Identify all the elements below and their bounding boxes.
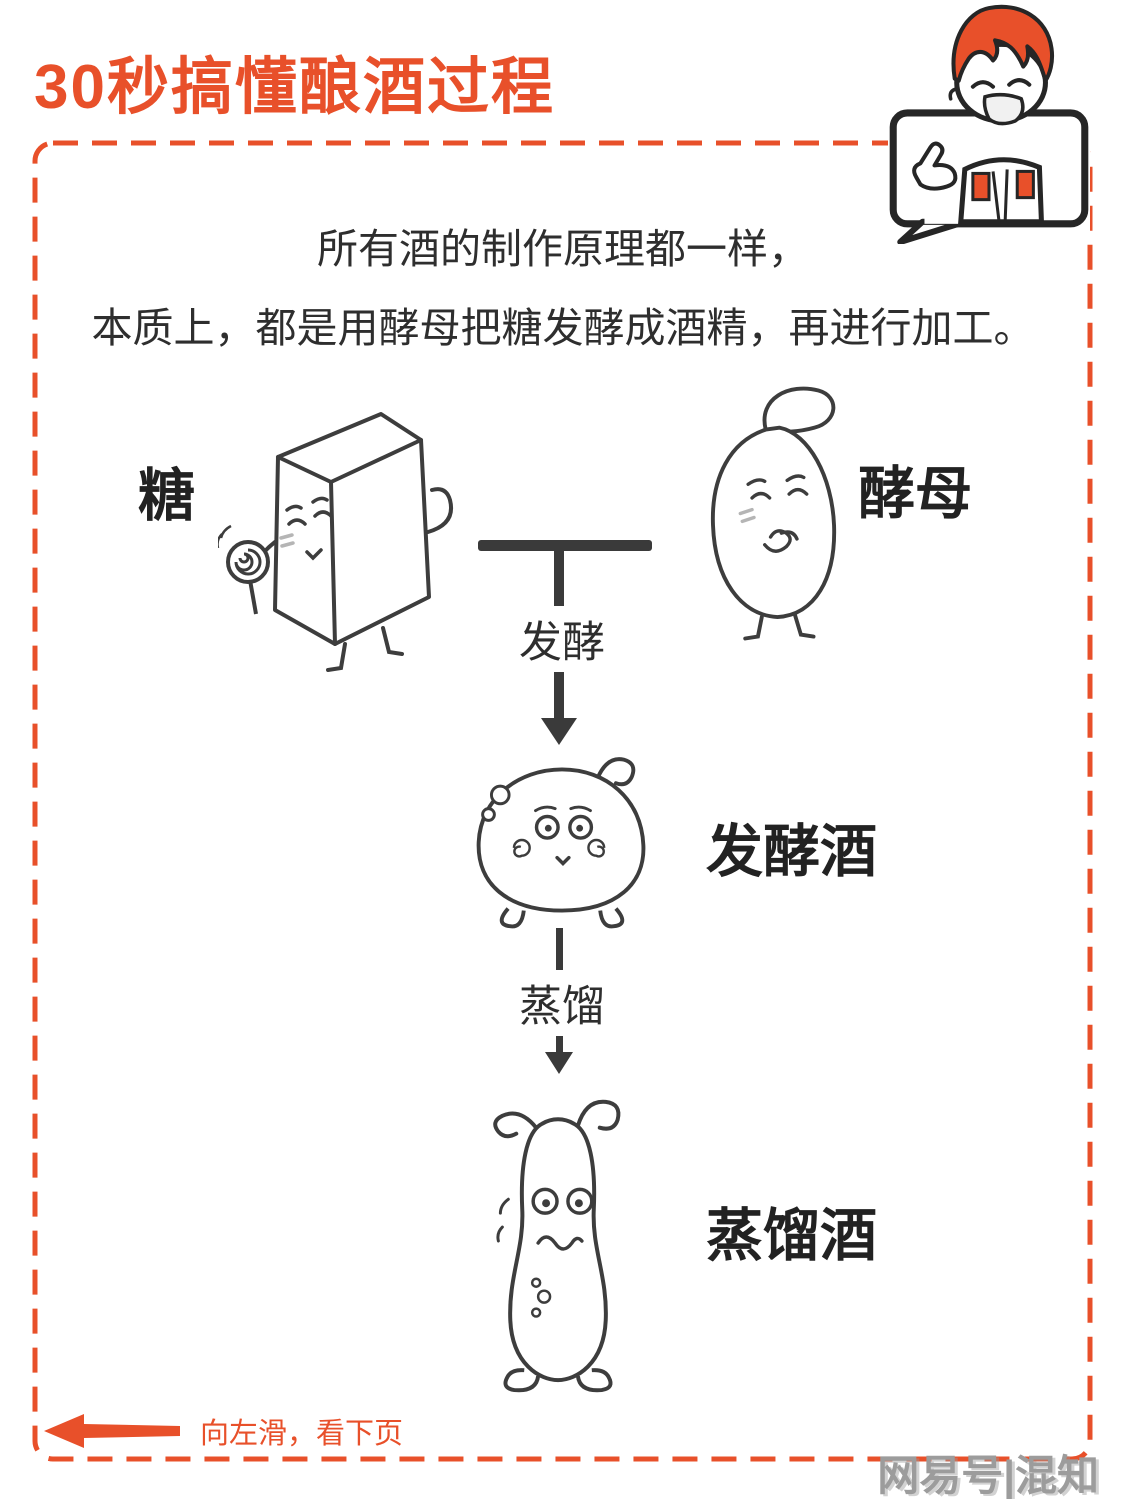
fermented-wine-label: 发酵酒 <box>706 820 877 884</box>
fermented-wine-character-icon <box>448 742 676 938</box>
page-title-bold: 酿酒过程 <box>298 53 555 122</box>
distilled-wine-label: 蒸馏酒 <box>706 1204 877 1268</box>
ferment-arrowhead-icon <box>541 718 577 745</box>
intro-line-1: 所有酒的制作原理都一样， <box>317 226 809 272</box>
sugar-label: 糖 <box>138 464 195 528</box>
swipe-left-arrow-icon <box>44 1414 180 1448</box>
page-title: 30秒搞懂酿酒过程 <box>34 36 555 126</box>
distill-step-label: 蒸馏 <box>509 970 615 1036</box>
swipe-hint-label: 向左滑，看下页 <box>200 1418 404 1450</box>
yeast-label: 酵母 <box>858 462 972 526</box>
dashed-border-frame <box>32 140 1093 1462</box>
page-title-regular: 30秒搞懂 <box>34 53 299 122</box>
intro-line-2: 本质上，都是用酵母把糖发酵成酒精，再进行加工。 <box>91 304 1035 351</box>
connector-bar <box>478 540 652 551</box>
distilled-wine-character-icon <box>450 1082 670 1400</box>
distill-arrowhead-icon <box>545 1052 573 1074</box>
swipe-hint[interactable]: 向左滑，看下页 <box>42 1410 403 1452</box>
hunzhi-mascot-icon <box>888 0 1090 246</box>
watermark-text: 网易号|混知 <box>877 1452 1099 1499</box>
ferment-step-label: 发酵 <box>509 606 615 672</box>
intro-text: 所有酒的制作原理都一样， 本质上，都是用酵母把糖发酵成酒精，再进行加工。 <box>38 210 1088 367</box>
sugar-cube-character-icon <box>218 382 468 682</box>
yeast-character-icon <box>672 378 877 653</box>
